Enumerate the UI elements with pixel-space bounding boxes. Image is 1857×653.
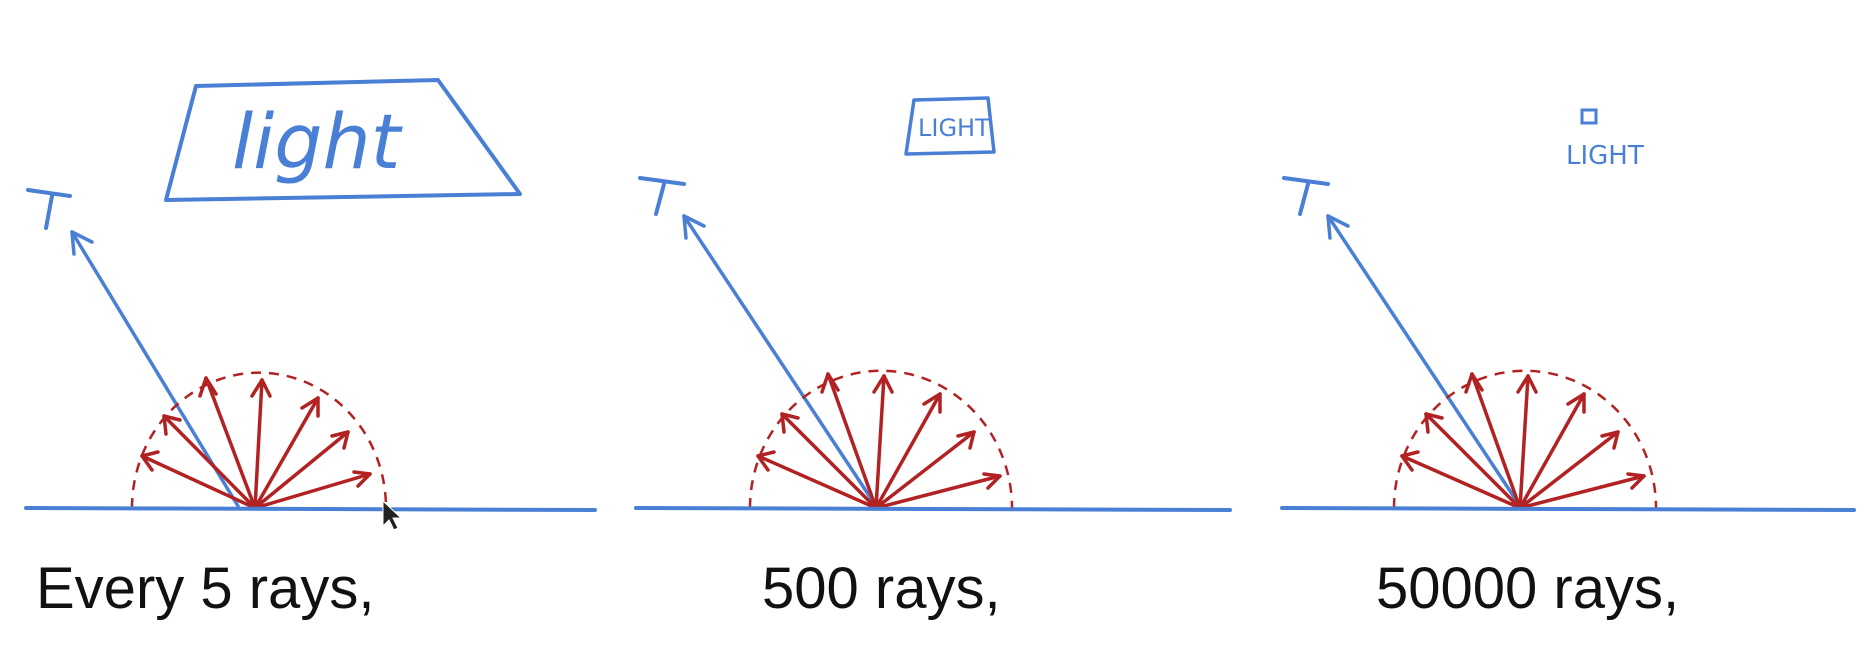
sample-ray [874,430,976,510]
sample-ray [140,450,257,510]
sample-ray [1516,374,1538,510]
sample-ray [1424,412,1522,510]
view-ray-arrow [70,230,240,508]
eye-icon [26,188,72,230]
light-source-box [904,96,996,156]
sample-ray [250,378,272,510]
sample-ray [820,372,878,510]
panel-2: LIGHT [634,96,1232,512]
caption-panel-1: Every 5 rays, [36,556,375,621]
panel-3: LIGHT [1280,108,1856,512]
sample-ray [1464,372,1522,510]
mouse-cursor-icon [382,499,403,531]
sample-ray [1400,450,1522,510]
caption-panel-3: 50000 rays, [1376,556,1680,621]
surface-line [1280,506,1856,512]
sample-ray [756,450,878,510]
sample-ray [1518,430,1620,510]
sample-ray [253,430,350,510]
light-label: light [232,97,404,186]
sample-ray [1518,392,1586,510]
surface-line [634,506,1232,512]
sample-ray [198,376,257,510]
light-source-box [164,78,522,202]
panel-1: light [24,78,597,531]
sample-ray [874,472,1002,510]
eye-icon [638,176,686,216]
sample-rays [1400,372,1646,510]
eye-icon [1282,176,1330,216]
sample-ray [253,470,372,510]
sample-ray [1518,472,1646,510]
light-label: LIGHT [1566,141,1644,171]
surface-line [24,506,597,512]
sampling-hemisphere [130,371,388,509]
caption-panel-2: 500 rays, [762,556,1001,621]
sample-rays [756,372,1002,510]
sample-ray [872,374,894,510]
sample-ray [874,392,942,510]
view-ray-arrow [682,214,878,508]
sample-rays [140,376,372,510]
view-ray-arrow [1326,214,1522,508]
sample-ray [253,396,320,510]
sample-ray [780,412,878,510]
light-label: LIGHT [918,114,990,142]
light-source-box [1580,108,1598,125]
sample-ray [162,414,257,510]
